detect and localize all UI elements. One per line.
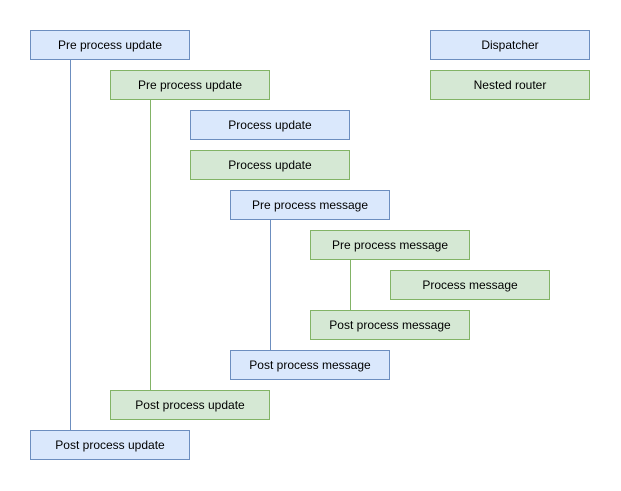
connector-dispatcher-3 (270, 220, 271, 350)
node-process-update-nested: Process update (190, 150, 350, 180)
node-process-update-dispatcher: Process update (190, 110, 350, 140)
legend-item-dispatcher: Dispatcher (430, 30, 590, 60)
node-pre-process-message-dispatcher: Pre process message (230, 190, 390, 220)
node-process-message-nested: Process message (390, 270, 550, 300)
legend-item-nested-router: Nested router (430, 70, 590, 100)
node-pre-process-message-nested: Pre process message (310, 230, 470, 260)
node-post-process-message-dispatcher: Post process message (230, 350, 390, 380)
node-post-process-update-nested: Post process update (110, 390, 270, 420)
node-post-process-update-dispatcher: Post process update (30, 430, 190, 460)
connector-nested-4 (350, 260, 351, 310)
node-post-process-message-nested: Post process message (310, 310, 470, 340)
connector-dispatcher-1 (70, 60, 71, 430)
connector-nested-2 (150, 100, 151, 390)
node-pre-process-update-dispatcher: Pre process update (30, 30, 190, 60)
node-pre-process-update-nested: Pre process update (110, 70, 270, 100)
